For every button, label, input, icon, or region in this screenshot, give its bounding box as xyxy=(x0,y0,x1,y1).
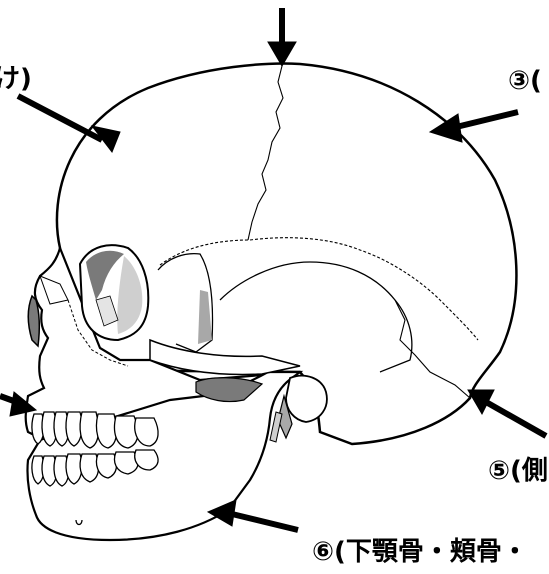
arrow-lower-right xyxy=(468,390,546,436)
ear-canal xyxy=(286,376,327,422)
label-6: ⑥(下顎骨・頬骨・ xyxy=(312,539,528,565)
label-5: ⑤(側 xyxy=(488,458,548,484)
styloid-process xyxy=(270,412,282,442)
nasal-aperture xyxy=(28,296,39,346)
label-3: ③( xyxy=(508,68,542,94)
label-top-left: け) xyxy=(0,66,32,92)
arrow-top xyxy=(268,8,296,66)
